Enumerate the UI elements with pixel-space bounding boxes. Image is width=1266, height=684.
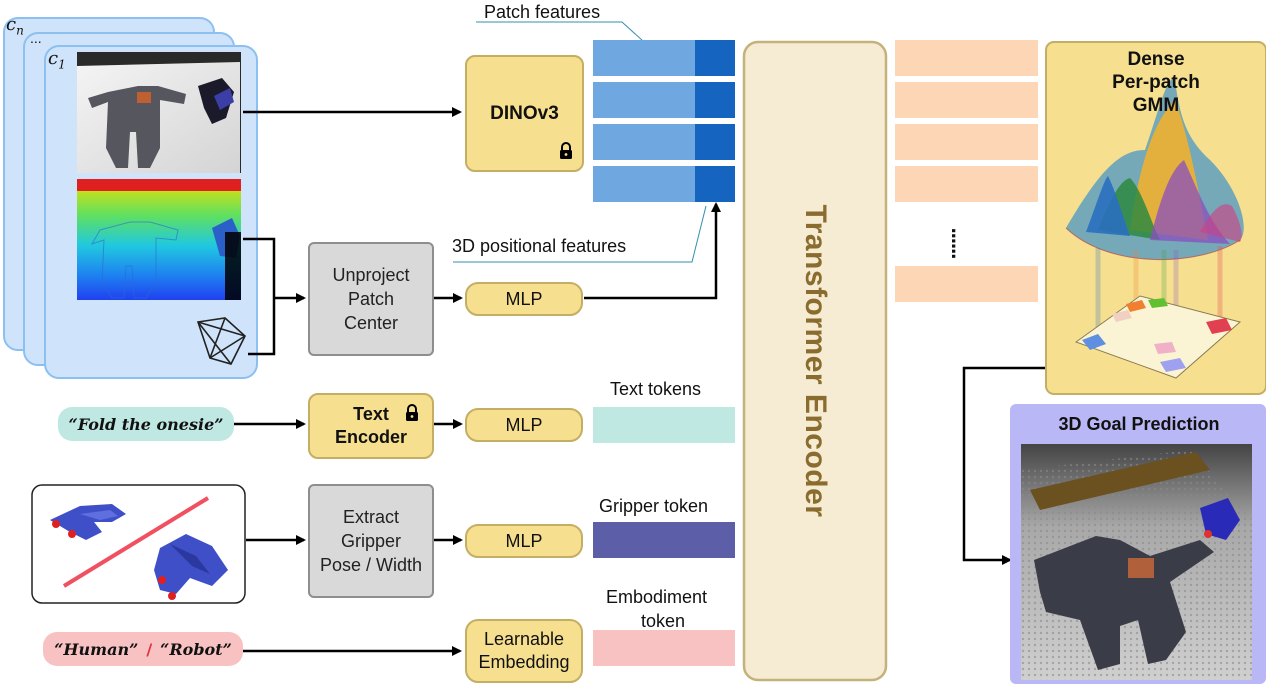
connector-arrows bbox=[234, 107, 1046, 656]
gmm-title-line1: Dense bbox=[1127, 49, 1185, 70]
arrow-gmm-to-goal bbox=[962, 366, 1046, 565]
depth-bracket bbox=[243, 237, 276, 356]
gmm-title: Dense Per-patch GMM bbox=[1112, 48, 1200, 117]
unproject-line1: Unproject bbox=[332, 265, 410, 285]
patch-features-label: Patch features bbox=[484, 2, 601, 22]
learnable-embedding-block: Learnable Embedding bbox=[465, 619, 583, 683]
mlp-gripper-label: MLP bbox=[505, 531, 543, 551]
mlp-text-label: MLP bbox=[505, 415, 543, 435]
mlp-gripper: MLP bbox=[465, 524, 583, 558]
learnable-line2: Embedding bbox=[478, 652, 570, 672]
mlp-positional: MLP bbox=[465, 282, 583, 316]
lock-icon bbox=[558, 142, 574, 160]
text-token bbox=[593, 407, 735, 443]
embodiment-token bbox=[593, 630, 735, 666]
embodiment-token-label-1: Embodiment bbox=[606, 587, 708, 607]
patch-feature-tokens bbox=[593, 40, 735, 202]
camera-label-cn: cn bbox=[6, 14, 24, 38]
depth-image bbox=[77, 179, 241, 300]
text-encoder-line1: Text bbox=[353, 404, 389, 424]
learnable-line1: Learnable bbox=[483, 629, 565, 649]
goal-title: 3D Goal Prediction bbox=[1058, 414, 1220, 434]
gmm-title-line3: GMM bbox=[1132, 95, 1180, 116]
gmm-title-line2: Per-patch bbox=[1112, 72, 1200, 93]
unproject-line3: Center bbox=[343, 313, 399, 333]
extract-line2: Gripper bbox=[340, 531, 402, 551]
unproject-block: Unproject Patch Center bbox=[308, 242, 434, 356]
camera-label-c1: c1 bbox=[48, 48, 66, 72]
text-encoder-line2: Encoder bbox=[334, 427, 408, 447]
dino-label: DINOv3 bbox=[490, 102, 559, 124]
extract-line3: Pose / Width bbox=[319, 555, 423, 575]
embodiment-slash: / bbox=[146, 639, 153, 659]
gripper-token-label: Gripper token bbox=[599, 496, 709, 516]
output-tokens bbox=[895, 40, 1038, 302]
lock-icon bbox=[404, 404, 420, 422]
output-token-dots: ...... bbox=[947, 227, 972, 259]
language-prompt-text: “Fold the onesie” bbox=[68, 414, 224, 434]
gripper-token bbox=[593, 522, 735, 558]
embodiment-prompt: “Human” / “Robot” bbox=[43, 632, 243, 666]
text-encoder-block: Text Encoder bbox=[308, 393, 434, 459]
text-tokens-label: Text tokens bbox=[610, 379, 702, 399]
transformer-encoder-block bbox=[742, 40, 888, 682]
mlp-text: MLP bbox=[465, 408, 583, 442]
embodiment-robot: “Robot” bbox=[160, 639, 232, 659]
arrow-mlp-to-patch bbox=[584, 202, 721, 300]
extract-gripper-block: Extract Gripper Pose / Width bbox=[308, 484, 434, 598]
positional-features-label: 3D positional features bbox=[452, 236, 627, 256]
language-prompt: “Fold the onesie” bbox=[58, 407, 234, 441]
dino-block: DINOv3 bbox=[465, 55, 584, 172]
camera-icon bbox=[196, 317, 246, 365]
rgb-image bbox=[77, 52, 241, 173]
unproject-line2: Patch bbox=[347, 289, 395, 309]
camera-stack bbox=[3, 17, 258, 379]
transformer-encoder-label: Transformer Encoder bbox=[799, 204, 832, 518]
embodiment-human: “Human” bbox=[54, 639, 139, 659]
gripper-illustration bbox=[50, 496, 228, 600]
callout-lines bbox=[453, 21, 707, 263]
mlp-positional-label: MLP bbox=[505, 289, 543, 309]
embodiment-token-label-2: token bbox=[641, 611, 686, 631]
camera-stack-dots: ... bbox=[30, 30, 42, 46]
goal-pointcloud-image bbox=[1021, 444, 1252, 680]
gmm-surface bbox=[1065, 79, 1244, 379]
extract-line1: Extract bbox=[342, 507, 399, 527]
